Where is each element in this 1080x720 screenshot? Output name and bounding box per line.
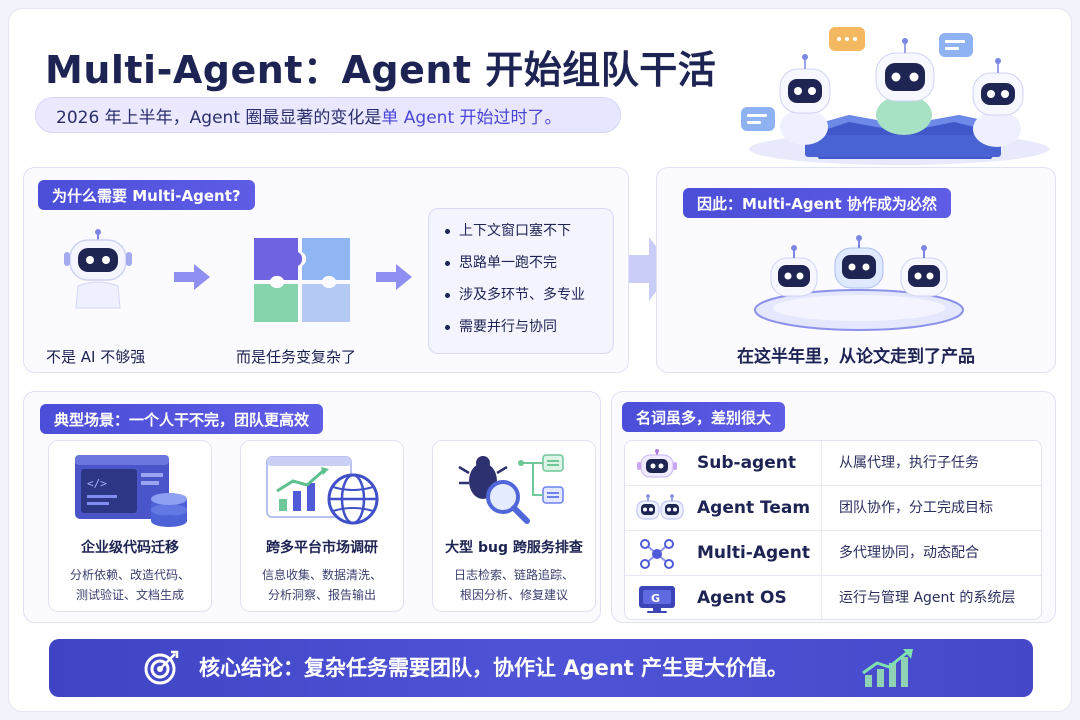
- terms-table: Sub-agent 从属代理，执行子任务 Agent Team 团队协作，分: [624, 440, 1042, 620]
- reason-item: 思路单一跑不完: [445, 251, 601, 283]
- term-name: Sub-agent: [697, 453, 796, 473]
- term-row: G Agent OS 运行与管理 Agent 的系统层: [625, 576, 1041, 619]
- scene-desc-line: 信息收集、数据清洗、: [261, 568, 382, 582]
- scene-desc-line: 分析依赖、改造代码、: [69, 568, 190, 582]
- bug-search-icon: [458, 454, 564, 524]
- scene-code-migration: </> 企业级代码迁移 分析依赖、改造代码、 测试验证、文档生成: [48, 440, 212, 612]
- reason-item: 涉及多环节、多专业: [445, 283, 601, 315]
- terms-card: 名词虽多，差别很大 Sub-agent 从属代理，执行子任务: [611, 391, 1056, 623]
- network-icon: [640, 539, 674, 569]
- term-definition: 从属代理，执行子任务: [839, 455, 979, 471]
- core-conclusion-banner: 核心结论：复杂任务需要团队，协作让 Agent 产生更大价值。: [49, 639, 1033, 697]
- subtitle-banner: 2026 年上半年，Agent 圈最显著的变化是单 Agent 开始过时了。: [35, 97, 621, 133]
- robot-icon: [779, 54, 831, 145]
- svg-text:</>: </>: [87, 477, 107, 490]
- term-definition: 多代理协同，动态配合: [839, 545, 979, 561]
- core-conclusion-text: 核心结论：复杂任务需要团队，协作让 Agent 产生更大价值。: [199, 656, 789, 680]
- term-definition: 运行与管理 Agent 的系统层: [839, 590, 1016, 606]
- chart-globe-icon: [266, 456, 379, 525]
- scene-title: 跨多平台市场调研: [266, 540, 378, 556]
- scene-desc-line: 根因分析、修复建议: [459, 588, 568, 602]
- monitor-icon: G: [639, 586, 675, 613]
- arrow-right-icon: [174, 264, 210, 290]
- terms-section-tag: 名词虽多，差别很大: [622, 402, 786, 432]
- big-arrow-right-icon: [629, 237, 673, 301]
- scene-desc-line: 分析洞察、报告输出: [267, 588, 376, 602]
- scenarios-card: 典型场景：一个人干不完，团队更高效 </> 企业级代码迁移 分析依赖、改造代码、…: [23, 391, 601, 623]
- subtitle-highlight: 单 Agent 开始过时了。: [381, 107, 562, 128]
- robot-icon: [637, 449, 677, 478]
- term-name: Agent OS: [697, 588, 787, 608]
- conclusion-text: 在这半年里，从论文走到了产品: [737, 347, 975, 367]
- term-divider: [821, 531, 822, 576]
- puzzle-platform-icon: [799, 115, 1014, 159]
- robot-icon: [64, 229, 132, 309]
- why-multi-agent-card: 为什么需要 Multi-Agent? 不是 AI 不够强 而是任务变复杂了 上下…: [23, 167, 629, 373]
- term-definition: 团队协作，分工完成目标: [839, 500, 993, 516]
- robot-icon: [900, 245, 948, 297]
- svg-text:G: G: [651, 592, 660, 605]
- hero-robots-puzzle-illustration: [741, 27, 1049, 165]
- infographic-page: Multi-Agent：Agent 开始组队干活 2026 年上半年，Agent…: [8, 8, 1072, 712]
- scenarios-section-tag: 典型场景：一个人干不完，团队更高效: [40, 404, 324, 434]
- subtitle-prefix: 2026 年上半年，Agent 圈最显著的变化是: [56, 107, 382, 128]
- term-name: Agent Team: [697, 498, 811, 518]
- term-divider: [821, 441, 822, 486]
- reason-item: 需要并行与协同: [445, 315, 601, 347]
- scene-desc-line: 日志检索、链路追踪、: [453, 568, 574, 582]
- term-name: Multi-Agent: [697, 543, 810, 563]
- robot-icon: [875, 38, 935, 135]
- robot-icon: [972, 58, 1024, 147]
- puzzle-icon: [254, 238, 350, 322]
- term-divider: [821, 486, 822, 531]
- scene-market-research: 跨多平台市场调研 信息收集、数据清洗、 分析洞察、报告输出: [240, 440, 404, 612]
- reason-item: 上下文窗口塞不下: [445, 219, 601, 251]
- arrow-right-icon: [376, 264, 412, 290]
- scene-bug-investigation: 大型 bug 跨服务排查 日志检索、链路追踪、 根因分析、修复建议: [432, 440, 596, 612]
- robot-icon: [834, 235, 884, 289]
- scene-desc: 信息收集、数据清洗、 分析洞察、报告输出: [241, 565, 403, 605]
- scene-title: 大型 bug 跨服务排查: [445, 540, 583, 556]
- robot-icon: [770, 245, 818, 297]
- conclusion-card: 因此：Multi-Agent 协作成为必然: [656, 167, 1056, 373]
- task-complex-label: 而是任务变复杂了: [236, 348, 357, 366]
- scene-desc-line: 测试验证、文档生成: [75, 588, 184, 602]
- term-divider: [821, 576, 822, 619]
- scene-desc: 日志检索、链路追踪、 根因分析、修复建议: [433, 565, 595, 605]
- growth-chart-icon: [862, 649, 913, 687]
- target-icon: [144, 650, 179, 685]
- scene-title: 企业级代码迁移: [81, 540, 179, 556]
- term-row: Agent Team 团队协作，分工完成目标: [625, 486, 1041, 531]
- conclusion-section-tag: 因此：Multi-Agent 协作成为必然: [683, 188, 951, 218]
- chat-bubble-icon: [741, 27, 973, 131]
- page-title: Multi-Agent：Agent 开始组队干活: [45, 48, 717, 92]
- code-database-icon: </>: [75, 455, 187, 527]
- scene-desc: 分析依赖、改造代码、 测试验证、文档生成: [49, 565, 211, 605]
- why-section-tag: 为什么需要 Multi-Agent?: [38, 180, 255, 210]
- robot-team-illustration: [754, 235, 964, 331]
- term-row: Sub-agent 从属代理，执行子任务: [625, 441, 1041, 486]
- not-ai-weak-label: 不是 AI 不够强: [46, 348, 146, 366]
- robot-pair-icon: [636, 494, 684, 520]
- term-row: Multi-Agent 多代理协同，动态配合: [625, 531, 1041, 576]
- reasons-list: 上下文窗口塞不下 思路单一跑不完 涉及多环节、多专业 需要并行与协同: [428, 208, 614, 354]
